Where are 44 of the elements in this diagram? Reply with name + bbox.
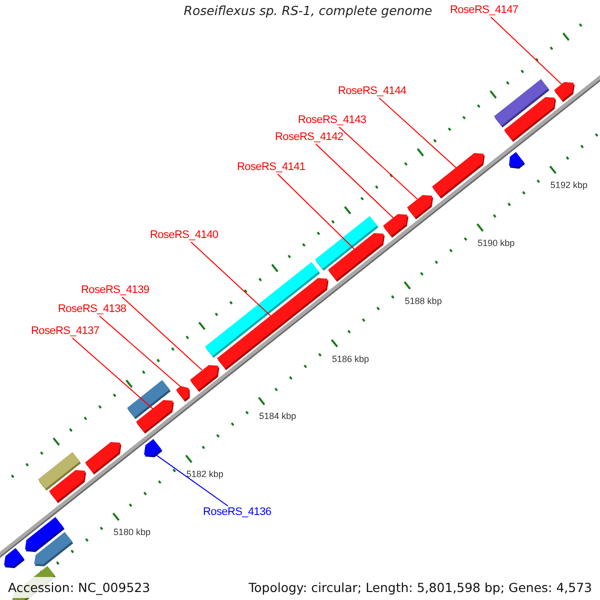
gene-label: RoseRS_4143 [298,114,366,127]
gene-label: RoseRS_4142 [275,131,344,144]
gene-feature [176,386,190,402]
gene-label: RoseRS_4147 [450,4,518,17]
gene-feature [136,400,174,434]
title: Roseiflexus sp. RS-1, complete genome [184,3,432,18]
scale-label: 5190 kbp [478,238,515,248]
scale-label: 5180 kbp [114,527,151,538]
gene-feature [48,470,86,504]
leader-line [338,126,418,200]
gene-feature [144,438,163,458]
gene-label: RoseRS_4141 [237,161,306,174]
gene-feature [554,82,574,102]
leader-line [99,316,182,388]
gene-feature [508,152,525,168]
scale-label: 5188 kbp [404,296,442,306]
leader-line [378,98,457,168]
gene-feature [383,214,409,238]
leader-line [154,454,228,506]
gene-feature [4,548,26,568]
gene-feature [190,364,220,392]
gene-feature [406,194,433,220]
gene-feature [504,96,556,142]
leader-line [315,144,394,218]
gene-label: RoseRS_4139 [81,284,150,297]
gene-feature [84,442,122,475]
gene-label: RoseRS_4136 [203,506,272,519]
gene-label: RoseRS_4144 [338,85,406,98]
gene-label: RoseRS_4138 [58,303,126,316]
scale-label: 5186 kbp [332,354,369,364]
gene-feature [34,532,73,566]
leader-line [122,296,202,370]
leader-line [277,174,355,250]
leader-line [490,16,562,85]
gene-label: RoseRS_4140 [150,229,218,242]
gene-feature [328,232,386,282]
leader-line [190,242,271,316]
gene-feature [432,153,486,199]
scale-label: 5182 kbp [186,469,224,480]
scale-label: 5192 kbp [550,180,588,190]
gene-feature [217,278,329,370]
scale-label: 5184 kbp [259,411,296,422]
leader-line [72,338,154,410]
gene-label: RoseRS_4137 [31,325,100,338]
